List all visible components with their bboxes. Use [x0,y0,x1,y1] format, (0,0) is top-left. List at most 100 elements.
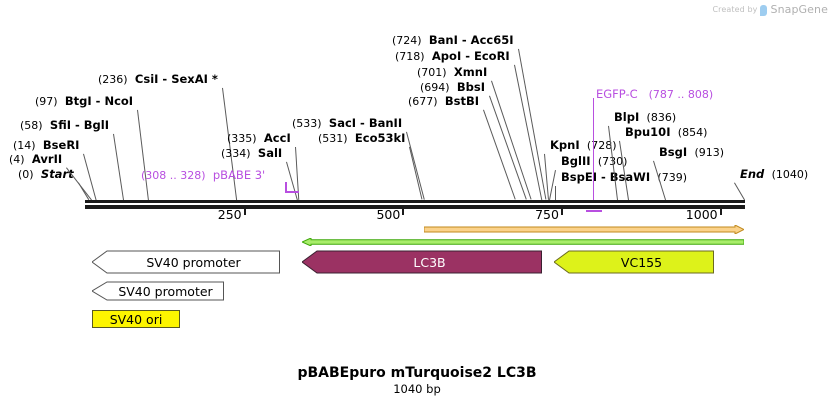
site-label-saci: (533) SacI - BanII [292,117,402,131]
ruler-tick-label: 1000 [685,207,718,222]
watermark-brand-label: SnapGene [770,3,828,16]
site-position: (0) [18,168,34,181]
site-label-bani: (724) BanI - Acc65I [392,33,514,48]
site-label-blpi: BlpI (836) [614,110,676,125]
site-position: (718) [395,50,425,63]
site-label-start: (0) Start [18,167,74,182]
snapgene-logo-icon [760,5,768,16]
site-label-avrii: (4) AvrII [9,152,63,167]
site-label-end: End (1040) [740,167,809,182]
ruler-tick-label: 750 [535,207,559,222]
site-position: (531) [318,132,348,145]
ruler-tick [243,205,246,215]
site-leader-line [113,133,124,200]
site-name: BbsI [456,80,486,94]
feature-sv40-promoter-1[interactable]: SV40 promoter [92,250,280,274]
site-label-bbsi: (694) BbsI [420,80,486,95]
site-name: AvrII [31,152,63,166]
site-name: BlpI [614,110,640,124]
feature-label: SV40 promoter [118,283,213,299]
site-position: (701) [417,66,447,79]
site-label-eco53ki: (531) Eco53kI [318,132,405,146]
snapgene-watermark: Created by SnapGene [712,3,828,16]
site-position: (739) [657,171,687,184]
site-name: XmnI [453,65,488,79]
site-leader-line [491,80,532,200]
site-leader-line [555,186,556,200]
ruler-tick [560,205,563,215]
ruler-tick [402,205,405,215]
site-label-bstbi: (677) BstBI [408,94,480,109]
site-name: End [740,167,765,181]
site-position: (14) [13,139,36,152]
site-position: (677) [408,95,438,108]
site-name: BseRI [42,138,80,152]
feature-label: SV40 ori [109,311,163,327]
annotation-bracket [285,182,299,193]
site-position: (58) [20,119,43,132]
site-leader-line [489,95,527,200]
site-name: BspEI - BsaWI [561,170,651,184]
feature-sv40-promoter-2[interactable]: SV40 promoter [92,281,224,301]
site-label-bglii: BglII (730) [561,154,627,169]
annotation-label-pbabe3: (308 .. 328) pBABE 3' [141,169,265,183]
site-position: (1040) [771,168,809,181]
site-label-kpni: KpnI (728) [550,138,617,153]
site-name: BglII [561,154,591,168]
site-name: KpnI [550,138,580,152]
site-label-sali: (334) SalI [221,146,283,161]
feature-label: VC155 [620,254,663,270]
site-name: Bpu10I [625,125,671,139]
annotation-leader-line [593,98,594,200]
site-position: (728) [586,139,617,152]
feature-label: LC3B [413,254,446,270]
site-label-apoi: (718) ApoI - EcoRI [395,49,510,64]
site-leader-line [137,109,149,200]
site-position: (97) [35,95,58,108]
site-position: (854) [677,126,708,139]
site-label-bseri: (14) BseRI [13,138,80,153]
site-position: (913) [694,146,725,159]
site-name: BanI - Acc65I [428,33,514,47]
feature-sv40-ori[interactable]: SV40 ori [92,310,180,328]
feature-label: SV40 promoter [146,254,241,270]
site-label-bspei: BspEI - BsaWI (739) [561,170,687,185]
site-label-xmni: (701) XmnI [417,65,488,80]
ruler-tick [719,205,722,215]
site-position: (694) [420,81,450,94]
site-name: CsiI - SexAI * [134,72,218,86]
feature-lc3b[interactable]: LC3B [302,250,542,274]
ruler-upper-bar [85,200,745,203]
site-name: SfiI - BglI [49,118,109,132]
annotation-label-egfpc: EGFP-C (787 .. 808) [596,88,713,102]
site-position: (4) [9,153,25,166]
ruler-lower-bar [85,205,745,209]
site-label-sfii: (58) SfiI - BglI [20,118,109,133]
plasmid-length-label: 1040 bp [393,382,441,396]
site-name: AccI [263,131,291,145]
site-position: (334) [221,147,251,160]
annotation-range: (308 .. 328) [141,169,206,182]
site-position: (724) [392,34,422,47]
page-title: pBABEpuro mTurquoise2 LC3B [297,365,537,381]
ruler-tick-label: 250 [217,207,242,222]
site-name: Start [40,167,74,181]
site-label-csii: (236) CsiI - SexAI * [98,72,218,87]
site-name: SalI [257,146,283,160]
ruler-tick-label: 500 [376,207,401,222]
feature-vc155[interactable]: VC155 [554,250,714,274]
feature-egfp-green-line[interactable] [302,238,744,246]
site-position: (533) [292,117,322,130]
annotation-underline-segment [586,210,602,212]
site-position: (335) [227,132,257,145]
site-name: BtgI - NcoI [64,94,134,108]
site-position: (236) [98,73,128,86]
site-leader-line [517,48,546,200]
site-name: BstBI [444,94,480,108]
site-label-bpu10i: Bpu10I (854) [625,125,708,140]
site-name: ApoI - EcoRI [431,49,510,63]
feature-orf-orange[interactable] [424,225,744,234]
site-label-btgi: (97) BtgI - NcoI [35,94,134,109]
site-leader-line [406,131,425,200]
